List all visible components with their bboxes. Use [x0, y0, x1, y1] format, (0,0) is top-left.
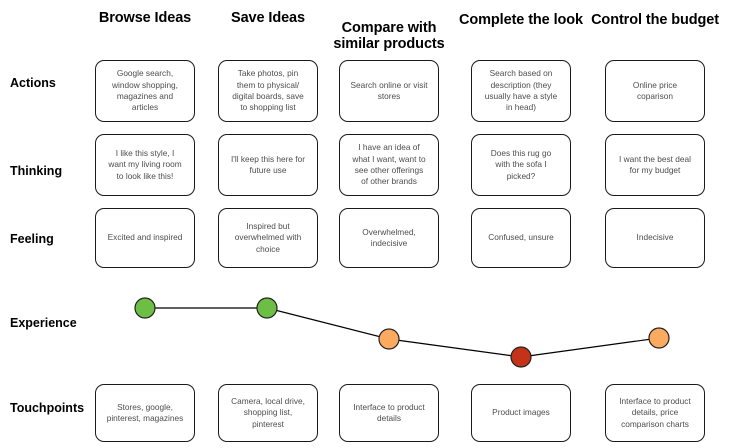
card-text: I want the best deal for my budget: [619, 153, 691, 175]
card-text: Take photos, pin them to physical/ digit…: [232, 68, 304, 113]
card-actions-save-ideas[interactable]: Take photos, pin them to physical/ digit…: [218, 60, 318, 122]
card-text: I have an idea of what I want, want to s…: [352, 142, 426, 187]
experience-point-save-ideas[interactable]: [256, 297, 278, 319]
card-feeling-save-ideas[interactable]: Inspired but overwhelmed with choice: [218, 208, 318, 268]
card-text: Product images: [492, 407, 550, 418]
column-header-label: Compare with similar products: [333, 20, 445, 52]
card-text: Interface to product details, price comp…: [619, 395, 691, 429]
row-label-text: Actions: [10, 76, 56, 90]
row-label-text: Feeling: [10, 232, 54, 246]
card-feeling-complete-the-look[interactable]: Confused, unsure: [471, 208, 571, 268]
card-actions-complete-the-look[interactable]: Search based on description (they usuall…: [471, 60, 571, 122]
experience-point-control-the-budget[interactable]: [648, 327, 670, 349]
card-actions-compare-with-similar-products[interactable]: Search online or visit stores: [339, 60, 439, 122]
card-touchpoints-compare-with-similar-products[interactable]: Interface to product details: [339, 384, 439, 442]
card-text: Interface to product details: [353, 401, 425, 423]
card-text: Excited and inspired: [107, 232, 183, 243]
card-actions-browse-ideas[interactable]: Google search, window shopping, magazine…: [95, 60, 195, 122]
column-header-label: Save Ideas: [231, 10, 305, 26]
row-label-feeling: Feeling: [10, 232, 54, 246]
card-thinking-save-ideas[interactable]: I'll keep this here for future use: [218, 134, 318, 196]
column-header-save-ideas: Save Ideas: [218, 10, 318, 26]
column-header-label: Complete the look: [459, 12, 583, 28]
experience-point-compare-with-similar-products[interactable]: [378, 328, 400, 350]
column-header-label: Browse Ideas: [98, 10, 192, 26]
card-text: Camera, local drive, shopping list, pint…: [231, 395, 305, 429]
card-touchpoints-browse-ideas[interactable]: Stores, google, pinterest, magazines: [95, 384, 195, 442]
experience-line-chart: [134, 297, 670, 368]
card-text: Overwhelmed, indecisive: [362, 226, 416, 248]
card-text: Stores, google, pinterest, magazines: [106, 401, 184, 423]
card-text: Google search, window shopping, magazine…: [112, 68, 178, 113]
column-header-browse-ideas: Browse Ideas: [95, 10, 195, 26]
row-label-text: Thinking: [10, 164, 63, 178]
card-thinking-control-the-budget[interactable]: I want the best deal for my budget: [605, 134, 705, 196]
card-thinking-compare-with-similar-products[interactable]: I have an idea of what I want, want to s…: [339, 134, 439, 196]
card-text: Does this rug go with the sofa I picked?: [490, 147, 552, 181]
column-header-control-the-budget: Control the budget: [591, 12, 719, 28]
row-label-actions: Actions: [10, 76, 56, 90]
card-text: Online price coparison: [632, 79, 678, 101]
card-text: Search based on description (they usuall…: [484, 68, 558, 113]
card-touchpoints-control-the-budget[interactable]: Interface to product details, price comp…: [605, 384, 705, 442]
card-text: Confused, unsure: [488, 232, 554, 243]
column-header-compare-with-similar-products: Compare with similar products: [331, 4, 447, 52]
card-text: I like this style, I want my living room…: [108, 147, 182, 181]
card-actions-control-the-budget[interactable]: Online price coparison: [605, 60, 705, 122]
row-label-touchpoints: Touchpoints: [10, 401, 84, 415]
card-feeling-control-the-budget[interactable]: Indecisive: [605, 208, 705, 268]
row-label-experience: Experience: [10, 316, 77, 330]
card-text: I'll keep this here for future use: [231, 153, 305, 175]
experience-point-complete-the-look[interactable]: [510, 346, 532, 368]
card-thinking-complete-the-look[interactable]: Does this rug go with the sofa I picked?: [471, 134, 571, 196]
experience-trend-line: [145, 307, 660, 358]
experience-point-browse-ideas[interactable]: [134, 297, 156, 319]
card-touchpoints-complete-the-look[interactable]: Product images: [471, 384, 571, 442]
card-text: Indecisive: [636, 232, 674, 243]
card-feeling-compare-with-similar-products[interactable]: Overwhelmed, indecisive: [339, 208, 439, 268]
card-text: Search online or visit stores: [350, 79, 428, 101]
card-feeling-browse-ideas[interactable]: Excited and inspired: [95, 208, 195, 268]
card-touchpoints-save-ideas[interactable]: Camera, local drive, shopping list, pint…: [218, 384, 318, 442]
card-text: Inspired but overwhelmed with choice: [234, 220, 302, 254]
row-label-text: Experience: [10, 316, 77, 330]
column-header-complete-the-look: Complete the look: [457, 12, 585, 28]
row-label-text: Touchpoints: [10, 401, 85, 415]
column-header-label: Control the budget: [591, 12, 719, 28]
row-label-thinking: Thinking: [10, 164, 62, 178]
card-thinking-browse-ideas[interactable]: I like this style, I want my living room…: [95, 134, 195, 196]
